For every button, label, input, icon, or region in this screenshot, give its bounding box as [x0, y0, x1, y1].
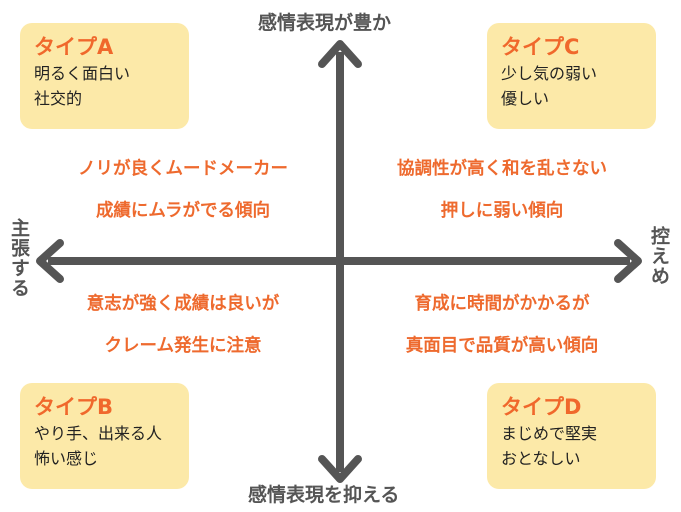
type-c-line-1: 少し気の弱い	[501, 64, 598, 83]
quadrant-top-right-line-2: 押しに弱い傾向	[440, 201, 564, 221]
quadrant-top-left: ノリが良くムードメーカー 成績にムラがでる傾向	[38, 148, 328, 232]
quadrant-top-right-line-1: 協調性が高く和を乱さない	[397, 159, 607, 179]
type-d-box: タイプD まじめで堅実 おとなしい	[487, 383, 656, 489]
quadrant-bottom-left-line-2: クレーム発生に注意	[104, 336, 262, 356]
axis-label-top: 感情表現が豊か	[258, 12, 392, 34]
quadrant-bottom-right-line-1: 育成に時間がかかるが	[414, 294, 590, 314]
axis-label-left: 主張する	[8, 218, 30, 298]
type-a-box: タイプA 明るく面白い 社交的	[20, 23, 189, 129]
arrow-up-icon	[318, 40, 362, 68]
quadrant-top-right: 協調性が高く和を乱さない 押しに弱い傾向	[352, 148, 652, 232]
quadrant-bottom-left: 意志が強く成績は良いが クレーム発生に注意	[38, 283, 328, 367]
axis-label-right: 控えめ	[648, 226, 670, 286]
type-a-line-2: 社交的	[34, 89, 83, 108]
quadrant-bottom-right-line-2: 真面目で品質が高い傾向	[405, 336, 599, 356]
arrow-left-icon	[36, 239, 64, 283]
quadrant-top-left-line-1: ノリが良くムードメーカー	[78, 159, 288, 179]
type-d-line-1: まじめで堅実	[501, 424, 598, 443]
type-d-line-2: おとなしい	[501, 449, 581, 468]
type-b-line-1: やり手、出来る人	[34, 424, 163, 443]
quadrant-bottom-left-line-1: 意志が強く成績は良いが	[86, 294, 280, 314]
type-b-box: タイプB やり手、出来る人 怖い感じ	[20, 383, 189, 489]
type-a-title: タイプA	[34, 35, 114, 59]
type-b-line-2: 怖い感じ	[34, 449, 99, 468]
type-c-line-2: 優しい	[501, 89, 550, 108]
type-b-title: タイプB	[34, 395, 114, 419]
axis-label-bottom: 感情表現を抑える	[248, 484, 400, 506]
type-c-box: タイプC 少し気の弱い 優しい	[487, 23, 656, 129]
type-c-title: タイプC	[501, 35, 580, 59]
quadrant-top-left-line-2: 成績にムラがでる傾向	[95, 201, 271, 221]
type-a-line-1: 明るく面白い	[34, 64, 131, 83]
arrow-down-icon	[318, 455, 362, 483]
arrow-right-icon	[614, 239, 642, 283]
quadrant-bottom-right: 育成に時間がかかるが 真面目で品質が高い傾向	[352, 283, 652, 367]
type-d-title: タイプD	[501, 395, 582, 419]
